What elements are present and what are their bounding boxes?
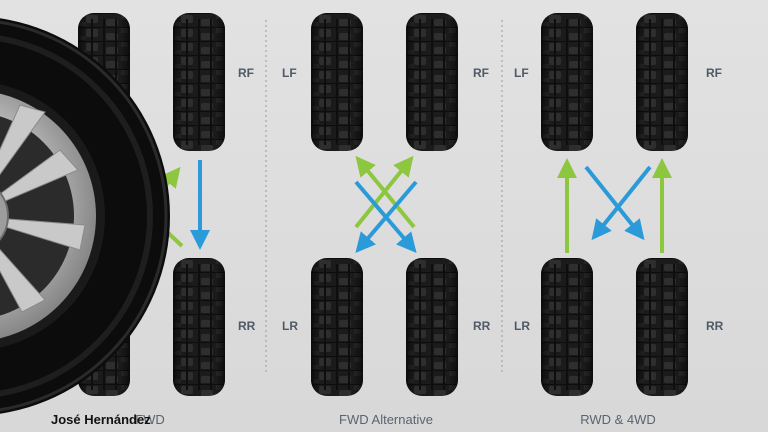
arrow-icon — [355, 155, 416, 229]
label-lf: LF — [514, 66, 529, 80]
wheel-overlay-icon — [0, 18, 170, 414]
tire-icon — [310, 12, 364, 152]
label-lr: LR — [514, 319, 530, 333]
panel-caption-fwd-alternative: FWD Alternative — [339, 412, 433, 427]
tire-icon — [172, 12, 226, 152]
label-rf: RF — [706, 66, 722, 80]
tire-icon — [172, 257, 226, 397]
panel-fwd-alternative: LF RF LR RR FWD Alternative — [282, 12, 491, 427]
tire-icon — [540, 12, 594, 152]
tire-icon — [405, 257, 459, 397]
label-rf: RF — [473, 66, 489, 80]
label-lr: LR — [282, 319, 298, 333]
label-rr: RR — [706, 319, 724, 333]
arrow-icon — [584, 165, 645, 241]
panel-caption-rwd-4wd: RWD & 4WD — [580, 412, 656, 427]
arrow-icon — [591, 165, 652, 241]
tire-icon — [310, 257, 364, 397]
label-rr: RR — [238, 319, 256, 333]
tire-icon — [635, 12, 689, 152]
panel-caption-fwd: FWD — [135, 412, 165, 427]
tire-icon — [540, 257, 594, 397]
tire-icon — [405, 12, 459, 152]
arrow-icon — [355, 180, 418, 254]
label-rf: RF — [238, 66, 254, 80]
author-credit: José Hernández — [51, 412, 151, 427]
label-rr: RR — [473, 319, 491, 333]
tire-icon — [635, 257, 689, 397]
label-lf: LF — [282, 66, 297, 80]
panel-rwd-4wd: LF RF LR RR RWD & 4WD — [514, 12, 724, 427]
